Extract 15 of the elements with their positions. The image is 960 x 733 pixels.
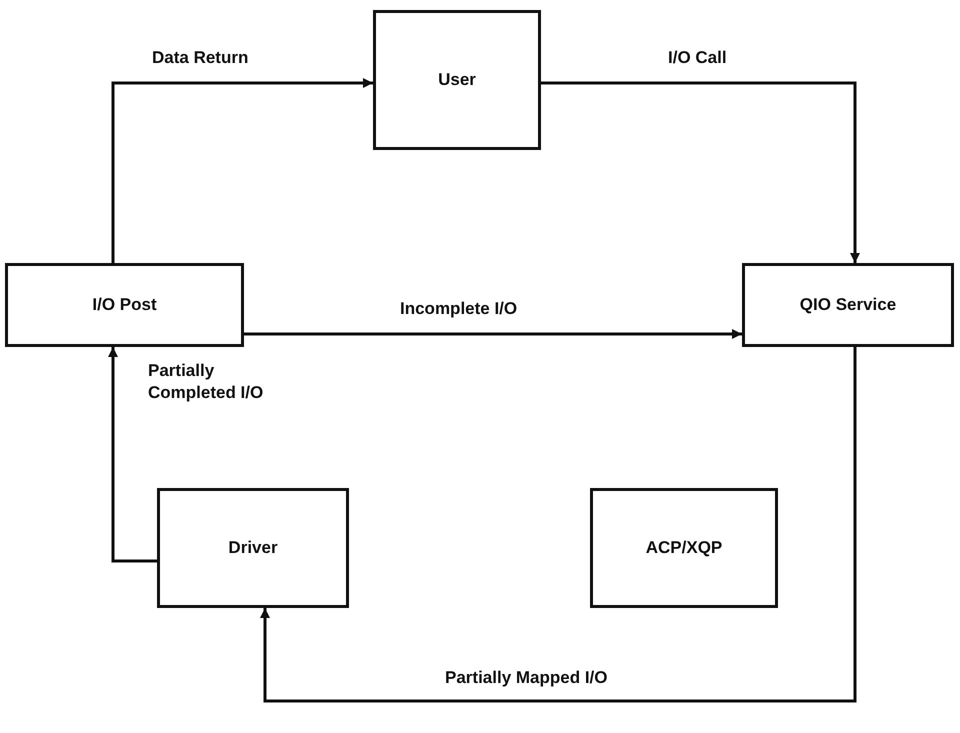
- arrow: [112, 78, 373, 263]
- box-label: ACP/XQP: [646, 538, 722, 558]
- box-label: User: [438, 70, 476, 90]
- arrow: [541, 82, 860, 263]
- arrow: [244, 329, 742, 339]
- arrow: [108, 347, 157, 562]
- arrow: [260, 347, 856, 702]
- box-label: I/O Post: [92, 295, 157, 315]
- box-label: QIO Service: [800, 295, 896, 315]
- process-box: [373, 10, 541, 150]
- process-box: [157, 488, 349, 608]
- process-box: [5, 263, 244, 347]
- process-box: [590, 488, 778, 608]
- process-box: [742, 263, 954, 347]
- box-label: Driver: [228, 538, 278, 558]
